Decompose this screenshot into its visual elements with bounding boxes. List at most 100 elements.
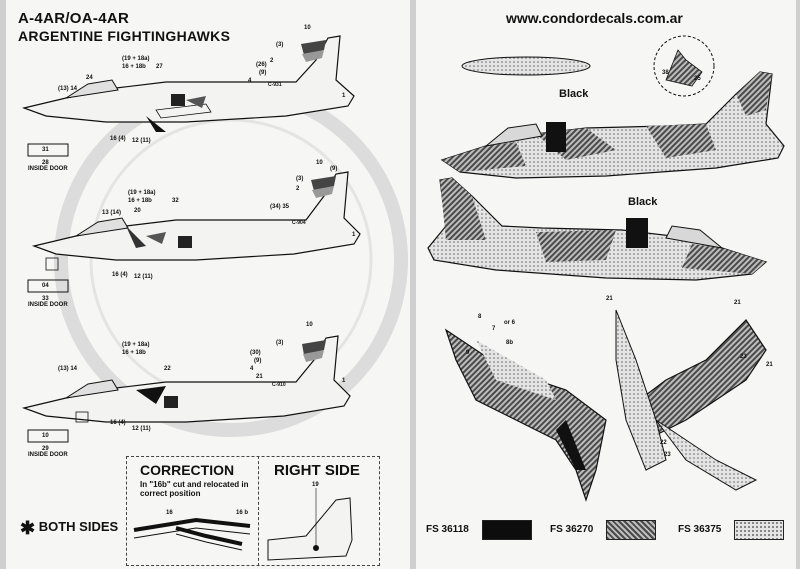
correction-label-left: 16 xyxy=(166,510,173,516)
callout-label: 22 xyxy=(660,440,667,446)
callout-label: (26) xyxy=(256,62,267,68)
both-sides-label: ✱ BOTH SIDES xyxy=(20,518,118,539)
callout-label: 27 xyxy=(156,64,163,70)
callout-label: 22 xyxy=(164,366,171,372)
correction-title: CORRECTION xyxy=(140,462,235,478)
right-side-title: RIGHT SIDE xyxy=(274,462,360,479)
correction-text: In "16b" cut and relocated in correct po… xyxy=(140,480,249,498)
tail-code: C-904 xyxy=(292,220,306,226)
callout-label: 12 (11) xyxy=(134,274,153,280)
top-plan-view xyxy=(444,328,607,502)
legend-swatch-dotted xyxy=(734,520,784,540)
asterisk-icon: ✱ xyxy=(20,518,36,538)
callout-label: 23 xyxy=(740,354,747,360)
callout-label: 10 xyxy=(316,160,323,166)
callout-label: 10 xyxy=(306,322,313,328)
callout-label: 32 xyxy=(172,198,179,204)
left-instruction-sheet: A-4AR/OA-4AR ARGENTINE FIGHTINGHAWKS 10 … xyxy=(6,0,410,569)
callout-label: 16 (4) xyxy=(110,420,126,426)
callout-label: 16 + 18b xyxy=(122,64,146,70)
legend-label: FS 36375 xyxy=(678,524,722,535)
callout-label: (13) 14 xyxy=(58,86,78,92)
callout-label: 1 xyxy=(342,93,346,99)
black-area-label: Black xyxy=(628,196,658,208)
sheet-subtitle: ARGENTINE FIGHTINGHAWKS xyxy=(18,28,231,44)
color-legend: FS 36118 FS 36270 FS 36375 xyxy=(416,516,796,546)
callout-label: 12 (11) xyxy=(132,138,151,144)
panel-divider xyxy=(258,456,259,566)
door-number: 04 xyxy=(42,283,49,289)
legend-label: FS 36270 xyxy=(550,524,594,535)
door-caption: INSIDE DOOR xyxy=(28,302,68,308)
aircraft-profile-3 xyxy=(21,335,351,443)
callout-label: (19 + 18a) xyxy=(122,342,150,348)
callout-label: 16 + 18b xyxy=(122,350,146,356)
door-callout: 29 xyxy=(42,446,49,452)
tail-code: C-910 xyxy=(272,382,286,388)
callout-label: 20 xyxy=(134,208,141,214)
callout-label: 10 xyxy=(304,25,311,31)
callout-label: 21 xyxy=(734,300,741,306)
aircraft-profile-1 xyxy=(21,35,355,157)
callout-label: 12 (11) xyxy=(132,426,151,432)
callout-label: 7 xyxy=(492,326,496,332)
callout-label: 1 xyxy=(342,378,346,384)
right-side-callout: 19 xyxy=(312,482,319,488)
door-callout: 28 xyxy=(42,160,49,166)
callout-label: (13) 14 xyxy=(58,366,78,372)
top-color-profile xyxy=(440,71,785,179)
callout-label: (34) 35 xyxy=(270,204,290,210)
website-url: www.condordecals.com.ar xyxy=(506,10,683,26)
callout-label: 21 xyxy=(766,362,773,368)
correction-stripe-diagram xyxy=(133,517,251,551)
callout-label: 16 (4) xyxy=(112,272,128,278)
door-caption: INSIDE DOOR xyxy=(28,166,68,172)
middle-color-profile xyxy=(427,177,768,281)
callout-label: (9) xyxy=(259,70,267,76)
bottom-plan-view xyxy=(615,309,767,491)
door-number: 31 xyxy=(42,147,49,153)
callout-label: (9) xyxy=(330,166,338,172)
right-instruction-sheet: www.condordecals.com.ar xyxy=(416,0,796,569)
correction-label-right: 16 b xyxy=(236,510,249,516)
legend-label: FS 36118 xyxy=(426,524,469,535)
aircraft-profile-2 xyxy=(27,171,361,293)
callout-label: (19 + 18a) xyxy=(128,190,156,196)
callout-label: (30) xyxy=(250,350,261,356)
camouflage-patterns xyxy=(427,35,785,502)
callout-label: 13 (14) xyxy=(102,210,122,216)
callout-label: 25 xyxy=(694,76,701,82)
callout-label: (3) xyxy=(296,176,304,182)
callout-label: 2 xyxy=(270,58,274,64)
callout-label: 8 xyxy=(478,314,482,320)
callout-label: (19 + 18a) xyxy=(122,56,150,62)
callout-label: 24 xyxy=(86,75,93,81)
black-area-label: Black xyxy=(559,88,589,100)
callout-label: 4 xyxy=(250,366,254,372)
callout-label: 4 xyxy=(248,78,252,84)
callout-label: or 6 xyxy=(504,320,516,326)
sheet-title: A-4AR/OA-4AR xyxy=(18,10,130,27)
door-caption: INSIDE DOOR xyxy=(28,452,68,458)
callout-label: 38 xyxy=(662,70,669,76)
right-side-detail xyxy=(267,488,353,561)
callout-label: 16 + 18b xyxy=(128,198,152,204)
legend-swatch-hatched xyxy=(606,520,656,540)
both-sides-text: BOTH SIDES xyxy=(38,519,119,534)
callout-label: 23 xyxy=(664,452,671,458)
callout-label: (3) xyxy=(276,42,284,48)
door-number: 10 xyxy=(42,433,49,439)
callout-label: 2 xyxy=(296,186,300,192)
callout-label: 9 xyxy=(466,350,470,356)
callout-label: 21 xyxy=(606,296,613,302)
correction-panel xyxy=(126,456,380,566)
callout-label: 16 (4) xyxy=(110,136,126,142)
callout-label: (9) xyxy=(254,358,262,364)
callout-label: 8b xyxy=(506,340,514,346)
callout-label: 1 xyxy=(352,232,356,238)
callout-label: (3) xyxy=(276,340,284,346)
door-callout: 33 xyxy=(42,296,49,302)
callout-label: 21 xyxy=(256,374,263,380)
legend-swatch-solid xyxy=(482,520,532,540)
tail-code: C-931 xyxy=(268,82,282,88)
